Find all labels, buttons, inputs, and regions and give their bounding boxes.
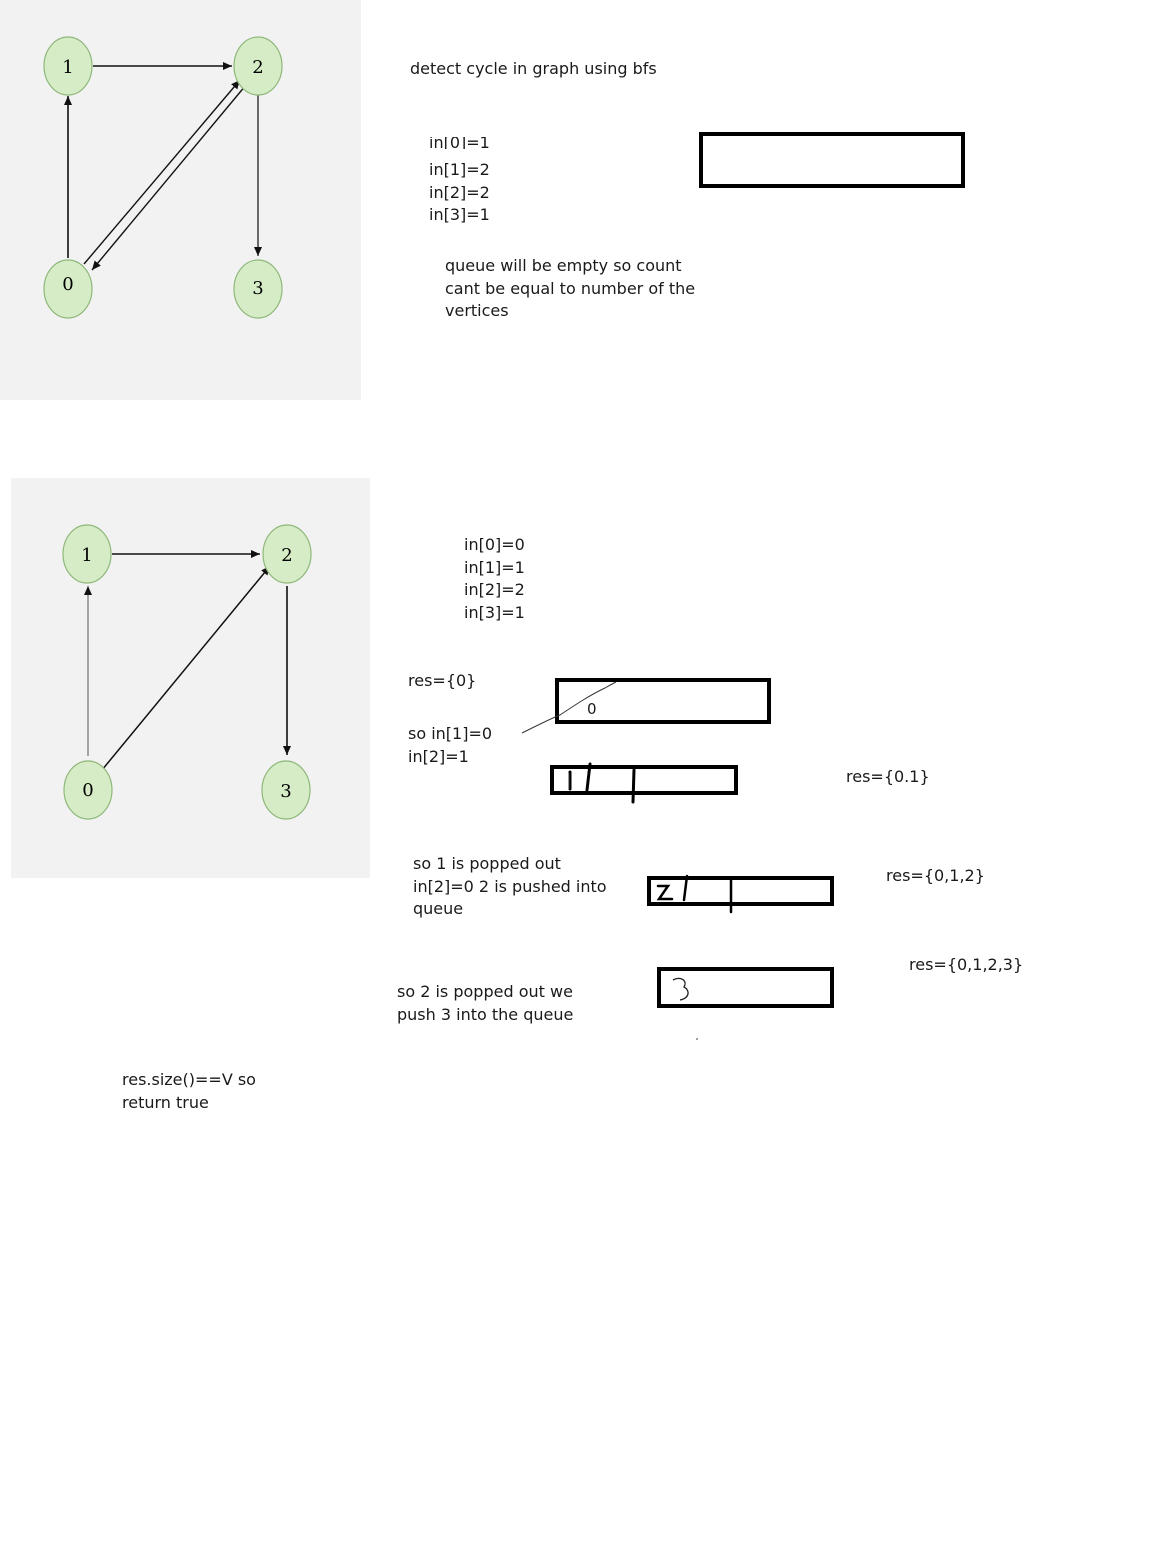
page-title: detect cycle in graph using bfs [410, 59, 657, 78]
conclusion-text: res.size()==V so return true [122, 1069, 256, 1114]
graph-panel-2: 1 2 0 3 [11, 478, 370, 878]
node-1: 1 [43, 36, 93, 96]
indegree-line: in[1]=2 [429, 160, 490, 179]
node-1: 1 [62, 524, 112, 584]
queue-item: 0 [587, 700, 597, 718]
svg-text:3: 3 [252, 278, 263, 299]
note-line: queue will be empty so count [445, 256, 682, 275]
svg-text:2: 2 [252, 57, 263, 78]
node-2: 2 [233, 36, 283, 96]
queue-step-2 [647, 876, 834, 906]
queue-step-3 [657, 967, 834, 1008]
edge-2-0 [91, 84, 247, 271]
conclusion-line: return true [122, 1092, 209, 1112]
note-line: vertices [445, 301, 509, 320]
result-step-1: res={0.1} [846, 767, 930, 786]
indegree-list-2: in[0]=0 in[1]=1 in[2]=2 in[3]=1 [464, 534, 525, 624]
indegree-line: in[1]=1 [464, 557, 525, 577]
conclusion-line: res.size()==V so [122, 1070, 256, 1089]
note-line: cant be equal to number of the [445, 278, 696, 298]
indegree-line: in[2]=2 [464, 580, 525, 599]
note-cycle: queue will be empty so count cant be equ… [445, 255, 695, 323]
step-line: push 3 into the queue [397, 1004, 574, 1024]
step-line: in[2]=0 2 is pushed into [413, 876, 607, 896]
step-line: so 1 is popped out [413, 854, 561, 873]
node-3: 3 [261, 760, 311, 820]
queue-empty [699, 132, 965, 188]
edge-0-2 [101, 565, 271, 771]
indegree-line: in[3]=1 [429, 205, 490, 224]
node-0: 0 [43, 259, 93, 319]
indegree-list-1: in[0]=1 in[1]=2 in[2]=2 in[3]=1 [429, 137, 490, 227]
step-line: so 2 is popped out we [397, 982, 573, 1001]
graph-panel-1: 1 2 0 3 [0, 0, 361, 400]
svg-text:0: 0 [62, 274, 73, 295]
result-step-0: res={0} [408, 671, 477, 690]
step-line: in[2]=1 [408, 746, 469, 766]
svg-text:1: 1 [81, 545, 92, 566]
queue-step-1 [550, 765, 738, 795]
result-step-2: res={0,1,2} [886, 866, 985, 885]
step-3-text: so 2 is popped out we push 3 into the qu… [397, 981, 573, 1026]
edge-0-2 [83, 79, 241, 265]
stray-dot [696, 1038, 698, 1040]
result-step-3: res={0,1,2,3} [909, 955, 1024, 974]
indegree-line: in[0]=0 [464, 535, 525, 554]
node-0: 0 [63, 760, 113, 820]
graph-2: 1 2 0 3 [62, 524, 312, 820]
step-line: queue [413, 899, 464, 918]
indegree-line: in[0]=1 [429, 137, 490, 149]
svg-text:1: 1 [62, 57, 73, 78]
step-2-text: so 1 is popped out in[2]=0 2 is pushed i… [413, 853, 607, 921]
node-2: 2 [262, 524, 312, 584]
indegree-line: in[3]=1 [464, 602, 525, 622]
step-1-text: so in[1]=0 in[2]=1 [408, 723, 492, 768]
step-line: so in[1]=0 [408, 724, 493, 743]
node-3: 3 [233, 259, 283, 319]
graph-1: 1 2 0 3 [43, 36, 283, 319]
indegree-line: in[2]=2 [429, 182, 490, 202]
svg-text:0: 0 [82, 780, 93, 801]
svg-text:3: 3 [280, 781, 291, 802]
svg-text:2: 2 [281, 545, 292, 566]
